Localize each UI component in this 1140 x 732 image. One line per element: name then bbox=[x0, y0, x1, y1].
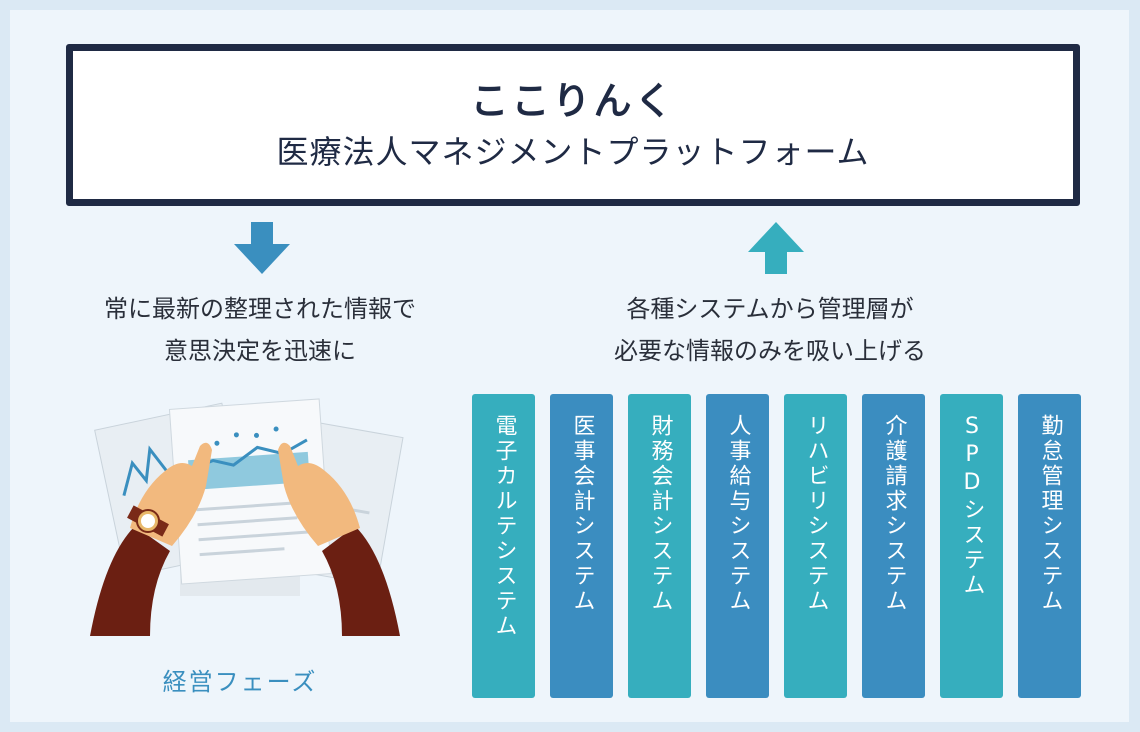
left-caption-line1: 常に最新の整理された情報で bbox=[104, 295, 416, 323]
right-caption: 各種システムから管理層が 必要な情報のみを吸い上げる bbox=[540, 288, 1000, 372]
right-caption-line1: 各種システムから管理層が bbox=[626, 295, 914, 323]
system-label: 勤怠管理システム bbox=[1037, 414, 1063, 614]
system-label: 人事給与システム bbox=[725, 414, 751, 614]
system-box: 人事給与システム bbox=[706, 394, 769, 698]
system-label: 介護請求システム bbox=[881, 414, 907, 614]
system-label: SPDシステム bbox=[959, 414, 985, 598]
system-label: 医事会計システム bbox=[569, 414, 595, 614]
platform-subtitle: 医療法人マネジメントプラットフォーム bbox=[276, 132, 870, 171]
up-arrow-icon bbox=[748, 222, 804, 274]
system-box: リハビリシステム bbox=[784, 394, 847, 698]
phase-label: 経営フェーズ bbox=[162, 668, 318, 696]
left-caption: 常に最新の整理された情報で 意思決定を迅速に bbox=[40, 288, 480, 372]
left-caption-line2: 意思決定を迅速に bbox=[164, 337, 356, 365]
system-label: 電子カルテシステム bbox=[491, 414, 517, 639]
system-box: 介護請求システム bbox=[862, 394, 925, 698]
system-box: SPDシステム bbox=[940, 394, 1003, 698]
platform-title: ここりんく bbox=[470, 79, 676, 124]
system-label: リハビリシステム bbox=[803, 414, 829, 614]
system-label: 財務会計システム bbox=[647, 414, 673, 614]
system-box: 電子カルテシステム bbox=[472, 394, 535, 698]
platform-box: ここりんく 医療法人マネジメントプラットフォーム bbox=[66, 44, 1080, 206]
system-box: 勤怠管理システム bbox=[1018, 394, 1081, 698]
system-box: 財務会計システム bbox=[628, 394, 691, 698]
down-arrow-icon bbox=[234, 222, 290, 274]
report-hands-illustration bbox=[90, 398, 404, 636]
right-caption-line2: 必要な情報のみを吸い上げる bbox=[614, 337, 926, 365]
system-box: 医事会計システム bbox=[550, 394, 613, 698]
